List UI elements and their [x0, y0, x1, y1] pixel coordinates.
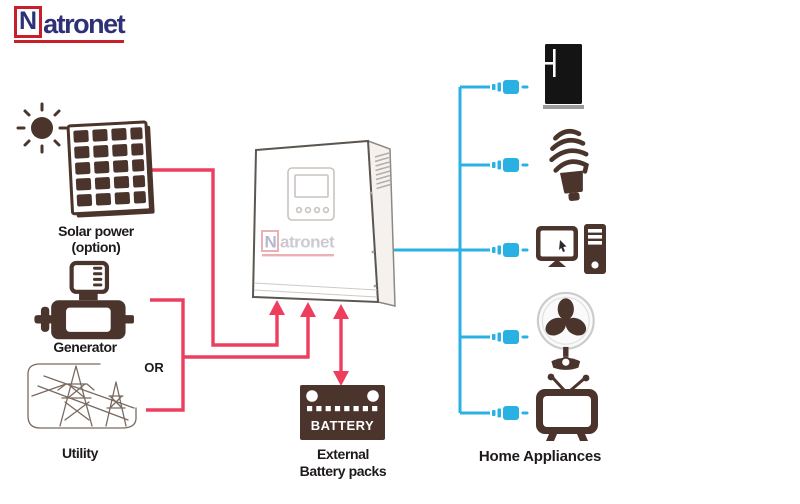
bus-to-inverter-line	[183, 315, 310, 359]
logo-initial: N	[14, 6, 43, 38]
battery-badge: BATTERY	[311, 418, 374, 433]
inverter-unit: N atronet	[251, 139, 396, 307]
inverter-brand-watermark: N atronet	[261, 230, 335, 257]
watermark-text: atronet	[280, 233, 335, 252]
label-generator: Generator	[53, 339, 117, 355]
natronet-logo: N atronet	[14, 6, 126, 43]
sun-icon	[16, 102, 68, 154]
label-utility: Utility	[62, 445, 99, 461]
diagram-labels: Solar power (option) Generator OR Utilit…	[53, 223, 601, 479]
inverter-vent-grille	[374, 152, 391, 190]
connector-arrowheads	[269, 300, 349, 386]
load-connectors	[394, 85, 490, 415]
inverter-bottom-seams	[253, 282, 378, 298]
power-plug-icon	[492, 330, 529, 344]
label-or: OR	[144, 360, 164, 375]
power-plug-icon	[492, 80, 529, 94]
utility-towers-icon	[27, 363, 137, 429]
label-battery-line1: External	[317, 446, 369, 462]
power-plugs	[492, 80, 529, 420]
television-icon	[536, 373, 598, 441]
cfl-bulb-icon	[549, 128, 589, 201]
generator-icon	[34, 260, 134, 340]
source-connectors	[146, 168, 343, 412]
label-home-appliances: Home Appliances	[479, 448, 601, 465]
label-solar-line1: Solar power	[58, 223, 135, 239]
arrowhead-battery-up	[333, 304, 349, 319]
arrowhead-acsource	[300, 302, 316, 317]
generator-utility-bus-line	[146, 298, 185, 412]
refrigerator-icon	[543, 44, 584, 109]
power-plug-icon	[492, 243, 529, 257]
logo-text: atronet	[43, 9, 126, 39]
logo-underline	[14, 40, 125, 43]
arrowhead-battery-down	[333, 371, 349, 386]
label-battery-line2: Battery packs	[300, 463, 387, 479]
watermark-initial: N	[265, 233, 277, 252]
battery-icon: BATTERY	[300, 385, 385, 440]
desktop-computer-icon	[536, 224, 606, 274]
solar-to-inverter-line	[148, 168, 279, 347]
label-solar-line2: (option)	[72, 239, 121, 255]
inverter-display-panel	[287, 167, 335, 221]
arrowhead-solar	[269, 300, 285, 315]
power-plug-icon	[492, 406, 529, 420]
inverter-front-face	[251, 139, 380, 304]
table-fan-icon	[536, 291, 595, 370]
solar-panel-icon	[66, 120, 155, 218]
power-plug-icon	[492, 158, 529, 172]
